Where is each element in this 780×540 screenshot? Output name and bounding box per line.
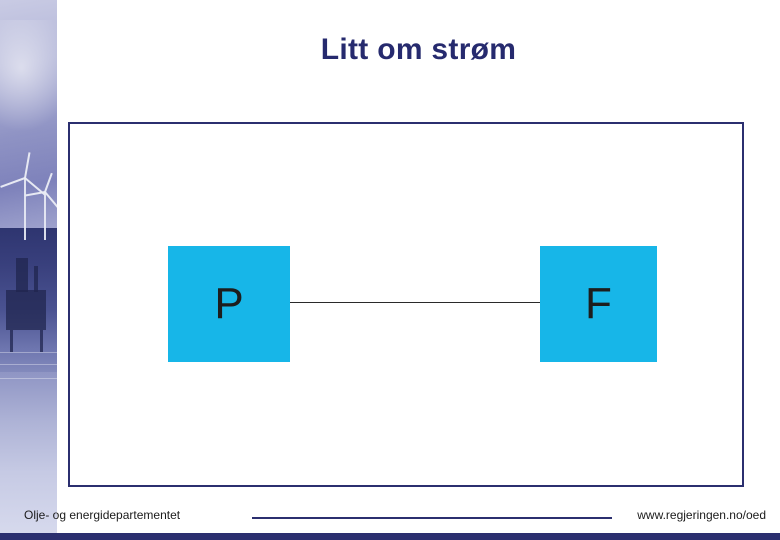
offshore-rig-tower [16,258,28,292]
wind-turbine-mast-2 [44,192,46,240]
lower-gradient-region [0,372,57,540]
diagram-node-p-label: P [214,279,244,328]
wind-turbine-mast-1 [24,178,26,240]
content-frame: P F [68,122,744,487]
slide-footer: Olje- og energidepartementet www.regjeri… [0,494,780,540]
footer-divider-line [252,517,612,519]
footer-bottom-bar [0,533,780,540]
offshore-rig-derrick [34,266,38,292]
offshore-rig-leg-1 [10,330,13,352]
decorative-photo-strip [0,0,57,540]
sky-region [0,0,57,228]
water-shimmer-1 [0,352,57,353]
diagram-connector-line [290,302,540,303]
footer-website-label: www.regjeringen.no/oed [637,508,766,522]
diagram-node-f-label: F [585,279,612,328]
footer-organization-label: Olje- og energidepartementet [24,508,181,522]
diagram-node-p[interactable]: P [168,246,290,362]
offshore-rig-base [6,290,46,330]
water-shimmer-3 [0,378,57,379]
diagram-node-f[interactable]: F [540,246,657,362]
page-title: Litt om strøm [320,33,517,66]
offshore-rig-leg-2 [40,330,43,352]
water-shimmer-2 [0,364,57,365]
